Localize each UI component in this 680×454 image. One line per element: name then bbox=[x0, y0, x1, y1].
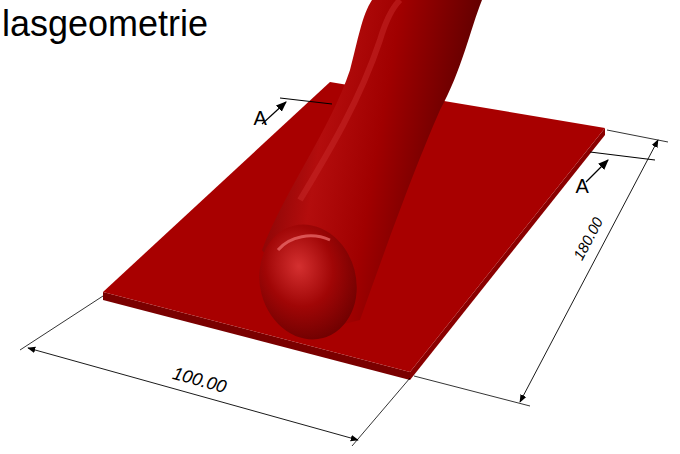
section-line bbox=[280, 98, 332, 104]
tube-cap bbox=[247, 214, 370, 351]
section-arrow bbox=[586, 160, 608, 182]
cap-highlight bbox=[278, 236, 330, 250]
slide-title: lasgeometrie bbox=[2, 6, 208, 42]
dimension-value: 100.00 bbox=[170, 364, 228, 396]
dimension-line bbox=[520, 140, 658, 402]
extension-line bbox=[607, 130, 668, 142]
dimension-line bbox=[28, 348, 358, 440]
tube-highlight bbox=[300, 0, 400, 200]
section-line bbox=[590, 152, 655, 160]
dimension-value: 180.00 bbox=[571, 214, 606, 262]
extension-line bbox=[414, 376, 530, 406]
extension-line bbox=[20, 296, 103, 350]
section-letter: A bbox=[254, 108, 267, 128]
extension-line bbox=[352, 378, 410, 446]
section-letter: A bbox=[576, 176, 589, 196]
